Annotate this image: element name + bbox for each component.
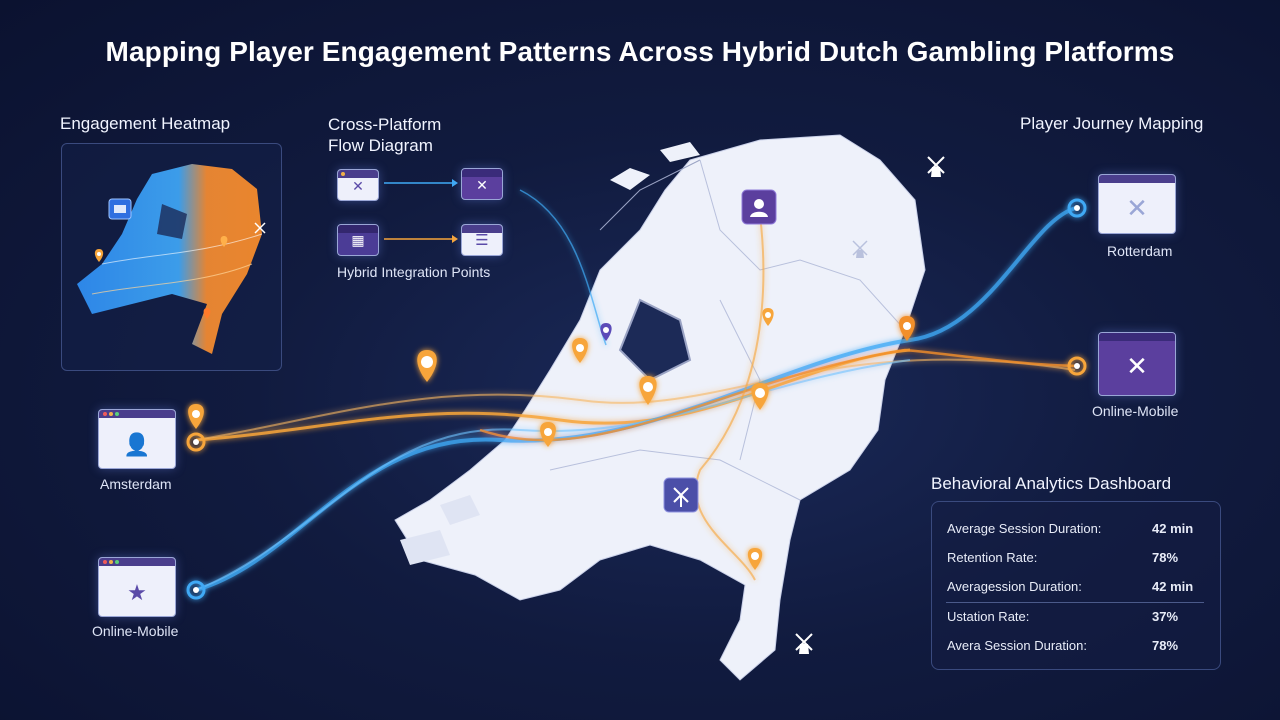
flow-window: ☰ xyxy=(461,224,503,256)
metric-label: Average Session Duration: xyxy=(947,521,1102,536)
map-pin-icon xyxy=(600,323,612,341)
map-pin-icon xyxy=(94,249,104,262)
windmill-icon: ✕ xyxy=(476,177,488,193)
windmill-icon xyxy=(673,487,689,507)
windmill-icon xyxy=(795,633,813,654)
windmill-icon: ✕ xyxy=(1126,351,1148,381)
metric-value: 42 min xyxy=(1152,579,1194,594)
online-mobile-window-right: ✕ xyxy=(1098,332,1176,396)
grid-icon xyxy=(108,198,132,220)
rotterdam-window: ✕ xyxy=(1098,174,1176,234)
map-pin-icon xyxy=(417,350,437,382)
user-badge xyxy=(741,189,777,225)
heatmap-map xyxy=(77,164,266,354)
map-pin-icon xyxy=(220,236,228,247)
windmill-badge xyxy=(663,477,699,513)
flow-title-line1: Cross-Platform xyxy=(328,115,442,134)
metric-value: 78% xyxy=(1152,550,1179,565)
metric-value: 42 min xyxy=(1152,521,1194,536)
metric-row: Avera Session Duration: 78% xyxy=(932,634,1220,658)
map-pin-icon xyxy=(188,404,204,429)
divider xyxy=(946,602,1204,603)
windmill-icon: ✕ xyxy=(352,178,364,194)
metric-row: Ustation Rate: 37% xyxy=(932,605,1220,629)
flow-window: ✕ xyxy=(337,169,379,201)
flow-diagram-title: Cross-Platform Flow Diagram xyxy=(328,114,441,156)
amsterdam-label: Amsterdam xyxy=(100,476,172,492)
map-pin-icon xyxy=(747,548,763,570)
node-dot-icon xyxy=(186,580,206,600)
rotterdam-label: Rotterdam xyxy=(1107,243,1173,259)
map-pin-icon xyxy=(751,383,769,410)
grid-icon: ▦ xyxy=(351,232,365,248)
online-mobile-label-left: Online-Mobile xyxy=(92,623,179,639)
metric-label: Averagession Duration: xyxy=(947,579,1082,594)
metric-row: Retention Rate: 78% xyxy=(932,546,1220,570)
flow-window: ✕ xyxy=(461,168,503,200)
windmill-icon: ✕ xyxy=(1126,193,1148,223)
flow-window: ▦ xyxy=(337,224,379,256)
node-dot-icon xyxy=(1067,356,1087,376)
user-icon: 👤 xyxy=(123,432,151,457)
analytics-dashboard: Average Session Duration: 42 min Retenti… xyxy=(931,501,1221,670)
node-dot-icon xyxy=(186,432,206,452)
flow-lines xyxy=(195,189,1078,592)
hybrid-integration-label: Hybrid Integration Points xyxy=(337,264,491,280)
map-pins xyxy=(188,308,915,570)
metric-row: Averagession Duration: 42 min xyxy=(932,575,1220,599)
node-dot-icon xyxy=(1067,198,1087,218)
windmill-icon xyxy=(254,222,266,234)
metric-value: 78% xyxy=(1152,638,1179,653)
windmill-icon xyxy=(852,240,868,258)
metric-label: Retention Rate: xyxy=(947,550,1038,565)
map-pin-icon xyxy=(203,308,211,319)
map-pin-icon xyxy=(899,316,915,341)
page-title: Mapping Player Engagement Patterns Acros… xyxy=(105,36,1175,67)
online-mobile-label-right: Online-Mobile xyxy=(1092,403,1179,419)
map-pin-icon xyxy=(639,376,657,405)
metric-value: 37% xyxy=(1152,609,1179,624)
metric-label: Avera Session Duration: xyxy=(947,638,1087,653)
windmill-icon xyxy=(927,156,945,177)
flow-arrows xyxy=(384,179,458,243)
heatmap-panel xyxy=(61,143,282,371)
heatmap-title: Engagement Heatmap xyxy=(60,114,231,133)
node-dots xyxy=(186,198,1087,600)
list-icon: ☰ xyxy=(475,232,489,249)
star-icon: ★ xyxy=(127,580,147,605)
amsterdam-window: 👤 xyxy=(98,409,176,469)
netherlands-map xyxy=(394,134,926,681)
flow-title-line2: Flow Diagram xyxy=(328,136,433,155)
user-icon xyxy=(750,199,768,217)
dashboard-title: Behavioral Analytics Dashboard xyxy=(931,474,1172,493)
map-pin-icon xyxy=(762,308,774,326)
metric-label: Ustation Rate: xyxy=(947,609,1030,624)
map-pin-icon xyxy=(540,422,556,447)
metric-row: Average Session Duration: 42 min xyxy=(932,517,1220,541)
map-pin-icon xyxy=(572,338,588,363)
online-mobile-window-left: ★ xyxy=(98,557,176,617)
journey-title: Player Journey Mapping xyxy=(1020,114,1204,133)
